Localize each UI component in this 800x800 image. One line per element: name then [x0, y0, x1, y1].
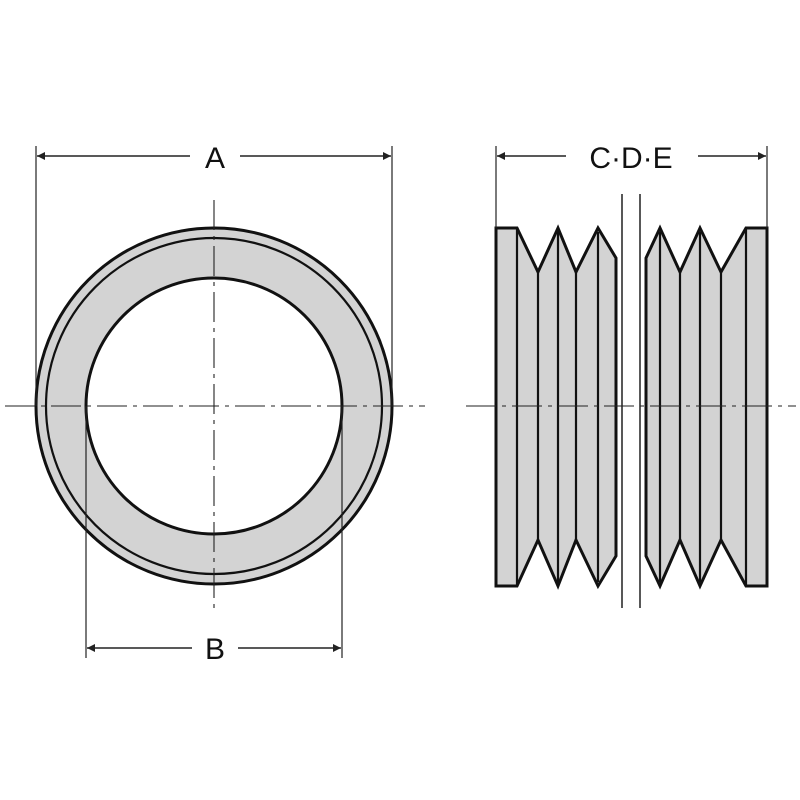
dim-b-label: B: [205, 633, 225, 666]
side-view: C·D·E: [466, 142, 796, 608]
sleeve-left-half: [494, 224, 618, 590]
front-view: A B: [5, 142, 425, 666]
dim-cde-label: C·D·E: [589, 142, 672, 175]
sleeve-right-half: [644, 224, 769, 590]
dim-a-label: A: [205, 142, 225, 175]
